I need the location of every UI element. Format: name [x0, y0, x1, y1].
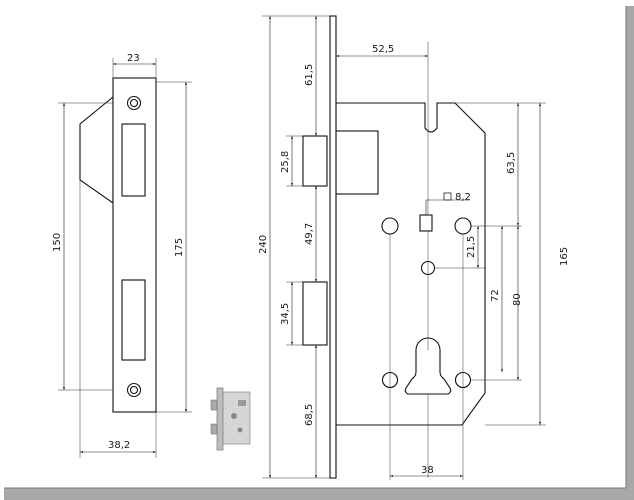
- dim-center-distance-72: 72: [490, 289, 501, 302]
- dim-latch-to-bolt: 49,7: [304, 223, 315, 245]
- frame-shadow: [4, 6, 634, 500]
- faceplate-dimension-lines: [262, 15, 330, 479]
- mortise-lock: [302, 15, 486, 479]
- dim-screw-spacing-38: 38: [421, 465, 434, 476]
- dim-bolt-height: 34,5: [280, 303, 291, 325]
- dim-spindle-offset: 21,5: [466, 236, 477, 258]
- strike-plate: [79, 77, 157, 413]
- dim-faceplate-height: 240: [258, 235, 269, 254]
- dim-top-to-latch: 61,5: [304, 64, 315, 86]
- dead-bolt: [302, 281, 328, 346]
- dim-body-height: 165: [559, 247, 570, 266]
- lock-thumbnail-icon: [210, 387, 251, 451]
- reference-lines: [389, 42, 546, 480]
- dim-strike-slot-height: 150: [52, 233, 63, 252]
- square-icon: [443, 192, 452, 201]
- latch-tail: [335, 130, 379, 195]
- strike-dimension-lines: [58, 58, 192, 458]
- dim-strike-height: 175: [174, 238, 185, 257]
- dim-latch-height: 25,8: [280, 151, 291, 173]
- dim-bolt-to-bottom: 68,5: [304, 404, 315, 426]
- dim-body-upper-height: 63,5: [506, 152, 517, 174]
- dim-spindle-square: 8,2: [455, 192, 471, 203]
- dim-strike-screw-spacing: 38,2: [108, 440, 130, 451]
- cylinder-cutout: [404, 337, 452, 395]
- latch-bolt: [302, 135, 328, 187]
- faceplate: [329, 15, 337, 479]
- dim-backset: 52,5: [372, 44, 394, 55]
- dim-strike-width: 23: [127, 53, 140, 64]
- body-dimension-lines: [336, 54, 542, 478]
- dim-center-distance-80: 80: [512, 293, 523, 306]
